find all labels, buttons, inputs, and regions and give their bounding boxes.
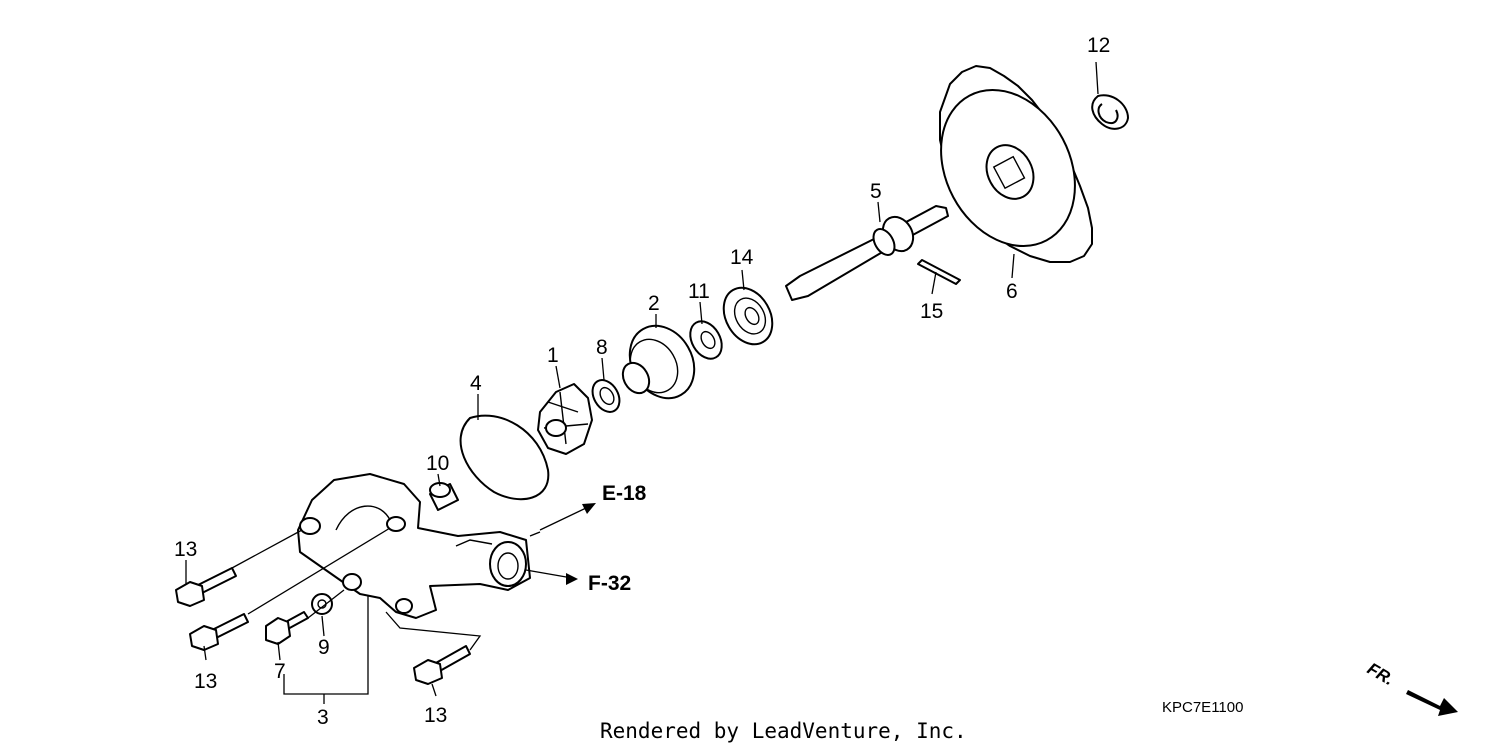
callout-9: 9	[318, 636, 330, 659]
reference-label-e18: E-18	[602, 482, 647, 505]
callout-13-lower-left: 13	[194, 670, 217, 693]
callout-3: 3	[317, 706, 329, 729]
flange-bolt-bottom	[413, 645, 471, 685]
ball-bearing	[722, 286, 774, 346]
reference-label-f32: F-32	[588, 572, 631, 595]
front-direction-arrow: FR.	[1364, 659, 1458, 716]
callout-2: 2	[648, 292, 660, 315]
sealing-washer	[311, 593, 333, 615]
circlip	[1091, 94, 1129, 130]
render-credit: Rendered by LeadVenture, Inc.	[600, 719, 967, 743]
callout-15: 15	[920, 300, 943, 323]
dowel-pin	[917, 259, 961, 285]
o-ring-gasket	[459, 414, 550, 501]
callout-4: 4	[470, 372, 482, 395]
mechanical-seal	[621, 324, 696, 400]
reference-arrow-f32	[566, 573, 578, 585]
front-direction-label: FR.	[1364, 659, 1397, 689]
callout-14: 14	[730, 246, 754, 269]
callout-6: 6	[1006, 280, 1018, 303]
dowel-collar	[429, 482, 459, 511]
callout-7: 7	[274, 660, 286, 683]
callout-13-upper-left: 13	[174, 538, 197, 561]
washer	[591, 379, 621, 413]
callout-5: 5	[870, 180, 882, 203]
flange-bolt-upper-left	[175, 567, 237, 607]
pump-housing	[297, 473, 531, 619]
reference-arrow-e18	[539, 503, 596, 531]
flange-bolt-short	[265, 611, 309, 645]
flange-bolt-lower-left	[189, 613, 249, 651]
callout-1: 1	[547, 344, 559, 367]
callout-8: 8	[596, 336, 608, 359]
impeller	[537, 383, 593, 455]
pump-shaft	[785, 205, 949, 301]
callout-13-bottom: 13	[424, 704, 447, 727]
diagram-code: KPC7E1100	[1162, 699, 1243, 716]
drive-gear	[939, 65, 1093, 263]
callout-11: 11	[688, 280, 710, 303]
leader-lines	[185, 61, 1099, 704]
callout-12: 12	[1087, 34, 1110, 57]
oil-seal	[689, 320, 723, 360]
callout-10: 10	[426, 452, 449, 475]
